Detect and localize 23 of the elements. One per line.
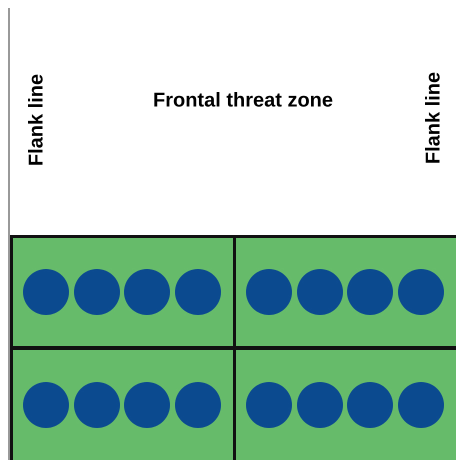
unit-circle xyxy=(398,382,444,428)
unit-circle xyxy=(347,382,393,428)
unit-circle xyxy=(296,382,342,428)
unit-circle xyxy=(124,269,170,315)
unit-circle xyxy=(246,382,292,428)
unit-circle xyxy=(296,269,342,315)
formation-block xyxy=(10,235,236,349)
unit-circle xyxy=(124,382,170,428)
flank-line-label: Flank line xyxy=(422,72,446,164)
unit-circle xyxy=(174,382,220,428)
unit-circle xyxy=(23,269,69,315)
unit-circle xyxy=(398,269,444,315)
zone-title: Frontal threat zone xyxy=(153,90,333,112)
formation-block xyxy=(233,235,456,349)
unit-circle xyxy=(347,269,393,315)
flank-line-label: Flank line xyxy=(26,74,48,166)
unit-circle xyxy=(74,269,120,315)
unit-circle xyxy=(174,269,220,315)
unit-circle xyxy=(74,382,120,428)
formation-block xyxy=(233,347,456,460)
formation-block xyxy=(10,347,236,460)
unit-circle xyxy=(23,382,69,428)
unit-circle xyxy=(246,269,292,315)
